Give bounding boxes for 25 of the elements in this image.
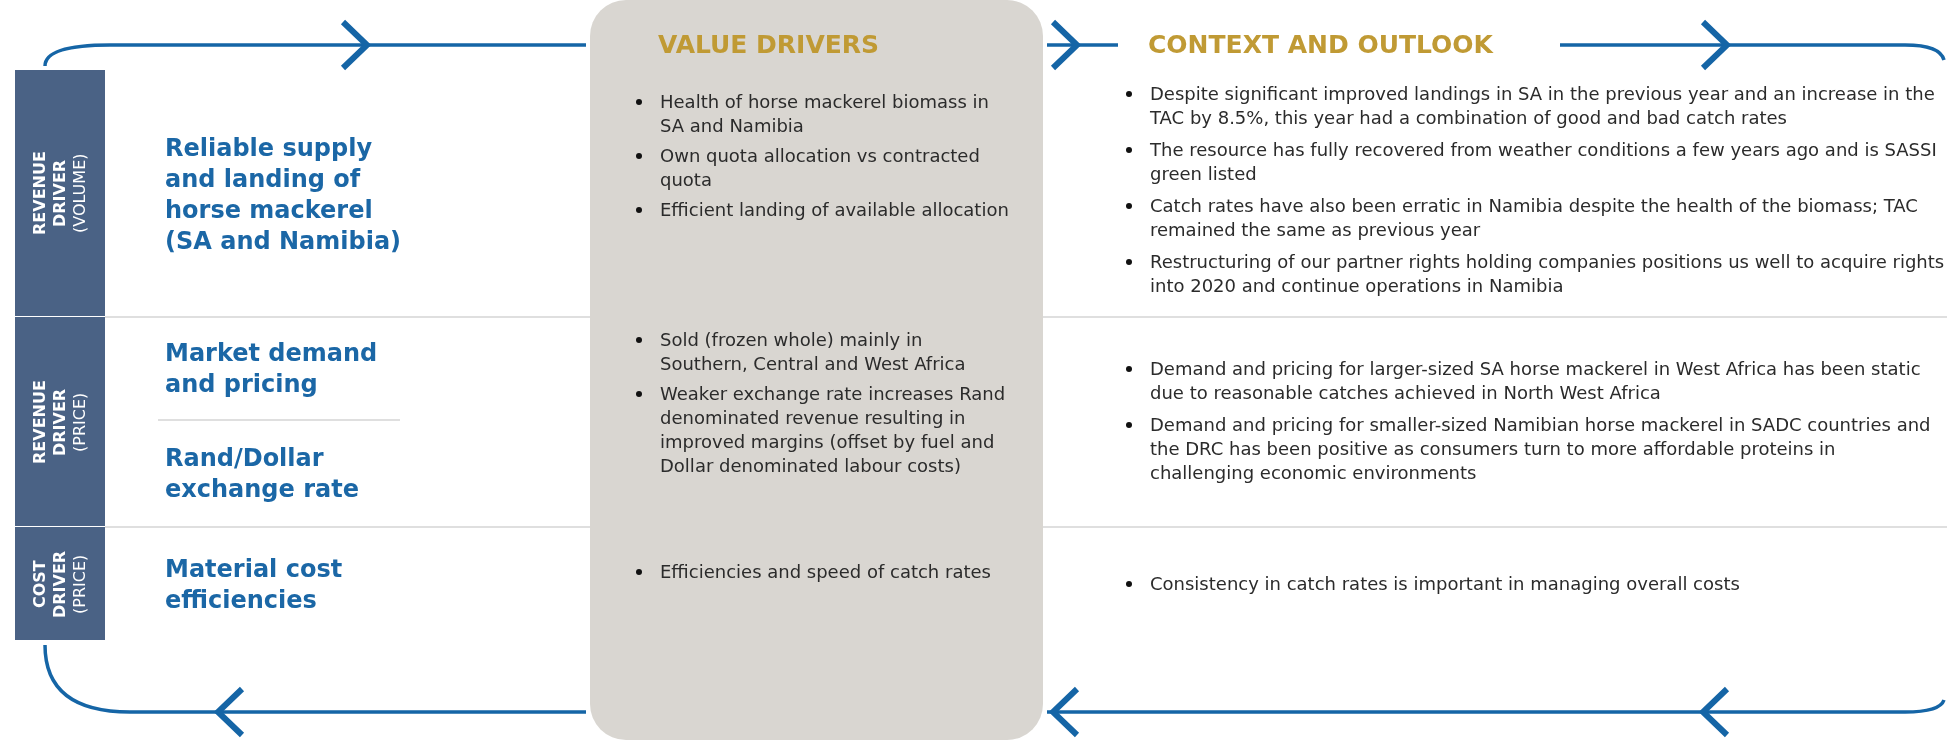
bullet-point: Sold (frozen whole) mainly in Southern, Central and West Africa bbox=[630, 328, 1015, 376]
driver-band bbox=[15, 70, 105, 316]
driver-label: REVENUE DRIVER (PRICE) bbox=[30, 378, 90, 466]
bullet-point: Weaker exchange rate increases Rand denominated revenue resulting in improved margins (offset by fuel and Dollar denominated labour costs) bbox=[630, 382, 1015, 478]
bullet-point: Restructuring of our partner rights holding companies positions us well to acquire rights into 2020 and continue operations in Namibia bbox=[1120, 250, 1945, 298]
row-heading: Material cost efficiencies bbox=[165, 554, 344, 616]
row-heading: Market demand and pricing bbox=[165, 338, 379, 400]
driver-label: REVENUE DRIVER (VOLUME) bbox=[30, 150, 90, 237]
bullet-point: Health of horse mackerel biomass in SA and Namibia bbox=[630, 90, 1015, 138]
driver-band bbox=[15, 527, 105, 640]
driver-band bbox=[15, 317, 105, 526]
bullet-point: Efficient landing of available allocation bbox=[630, 198, 1015, 222]
bullet-point: Demand and pricing for smaller-sized Namibian horse mackerel in SADC countries and the DRC has been positive as consumers turn to more affordable proteins in challenging economic environments bbox=[1120, 413, 1945, 485]
bullet-point: Demand and pricing for larger-sized SA horse mackerel in West Africa has been static due to reasonable catches achieved in North West Africa bbox=[1120, 357, 1945, 405]
bullet-point: The resource has fully recovered from weather conditions a few years ago and is SASSI green listed bbox=[1120, 138, 1945, 186]
bullet-point: Own quota allocation vs contracted quota bbox=[630, 144, 1015, 192]
bullet-point: Despite significant improved landings in SA in the previous year and an increase in the TAC by 8.5%, this year had a combination of good and bad catch rates bbox=[1120, 82, 1945, 130]
bullet-point: Catch rates have also been erratic in Namibia despite the health of the biomass; TAC remained the same as previous year bbox=[1120, 194, 1945, 242]
bullet-point: Consistency in catch rates is important in managing overall costs bbox=[1120, 572, 1945, 596]
row-heading: Rand/Dollar exchange rate bbox=[165, 443, 360, 505]
driver-label: COST DRIVER (PRICE) bbox=[30, 548, 90, 620]
row-heading: Reliable supply and landing of horse mackerel (SA and Namibia) bbox=[165, 133, 403, 257]
section-heading: VALUE DRIVERS bbox=[658, 30, 880, 60]
column-panel bbox=[590, 0, 1043, 740]
bullet-point: Efficiencies and speed of catch rates bbox=[630, 560, 1015, 584]
